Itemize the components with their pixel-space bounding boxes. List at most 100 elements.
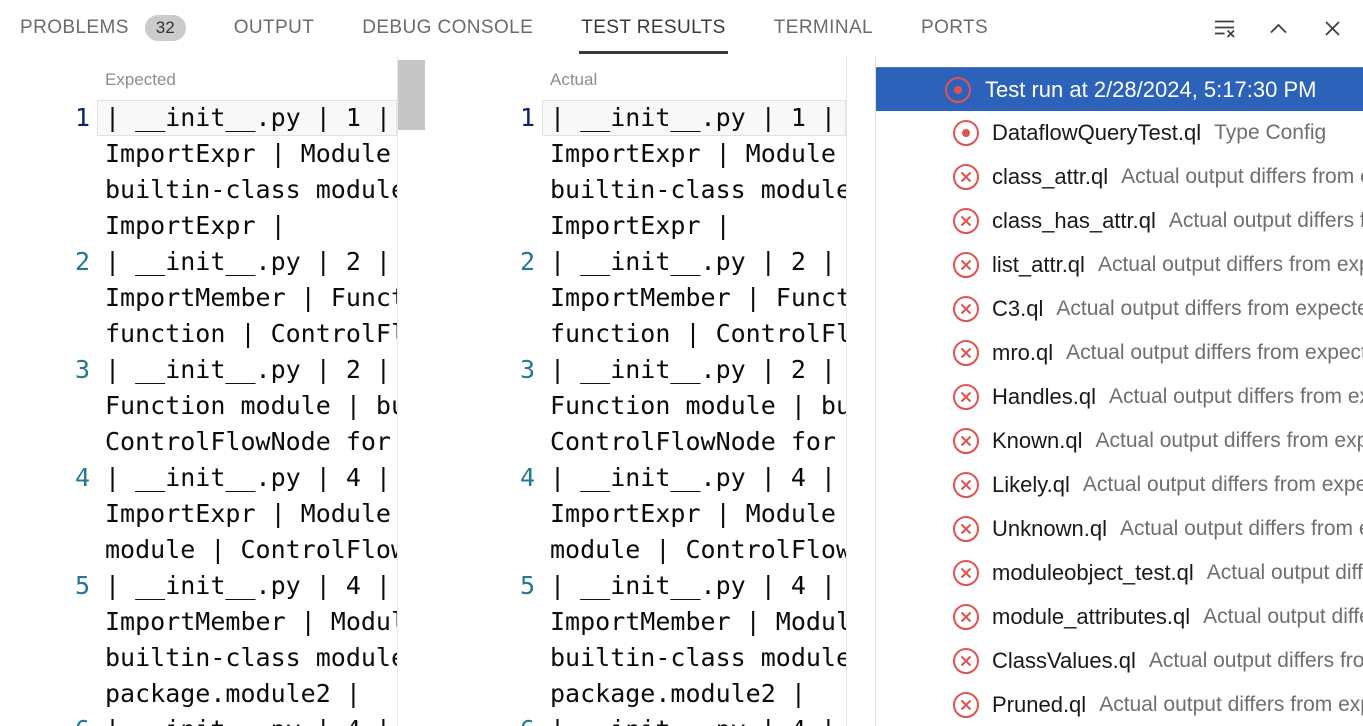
code-line[interactable]: 2| __init__.py | 2 | (0, 244, 397, 280)
code-line[interactable]: ControlFlowNode for (0, 424, 397, 460)
code-line[interactable]: ImportMember | Funct (0, 280, 397, 316)
code-line[interactable]: module | ControlFlow (425, 532, 846, 568)
tab-terminal[interactable]: TERMINAL (774, 0, 873, 56)
test-item-row[interactable]: Handles.ql Actual output differs from exp… (876, 375, 1363, 419)
code-line[interactable]: builtin-class module (0, 640, 397, 676)
line-number: 4 (519, 463, 535, 492)
code-line[interactable]: 1| __init__.py | 1 | (425, 100, 846, 136)
test-name: module_attributes.ql (992, 604, 1191, 629)
tab-debug-console[interactable]: DEBUG CONSOLE (362, 0, 533, 56)
panel-actions (1209, 0, 1347, 56)
code-line[interactable]: ImportExpr | Module (0, 136, 397, 172)
clear-test-results-button[interactable] (1209, 13, 1239, 43)
line-number (0, 532, 90, 568)
code-line[interactable]: 4| __init__.py | 4 | (0, 460, 397, 496)
code-line[interactable]: ImportExpr | Module (425, 136, 846, 172)
line-number (425, 640, 535, 676)
test-failure-message: Actual output differs from expected outp… (1121, 165, 1363, 188)
line-number (0, 172, 90, 208)
code-line[interactable]: package.module2 | (425, 676, 846, 712)
line-number (0, 316, 90, 352)
code-text: | __init__.py | 2 | (550, 247, 836, 276)
code-line[interactable]: builtin-class module (0, 172, 397, 208)
code-text: builtin-class module (105, 175, 397, 204)
line-number: 6 (425, 712, 535, 726)
code-line[interactable]: ImportExpr | (0, 208, 397, 244)
line-number (425, 496, 535, 532)
code-line[interactable]: 1| __init__.py | 1 | (0, 100, 397, 136)
code-line[interactable]: function | ControlFl (425, 316, 846, 352)
tab-label: TEST RESULTS (581, 17, 726, 38)
code-line[interactable]: ControlFlowNode for (425, 424, 846, 460)
code-line[interactable]: 5 | __init__.py | 4 | (425, 568, 846, 604)
code-text: | __init__.py | 4 | (97, 712, 397, 726)
tab-ports[interactable]: PORTS (921, 0, 988, 56)
code-line[interactable]: builtin-class module (425, 640, 846, 676)
code-line[interactable]: package.module2 | (0, 676, 397, 712)
code-line[interactable]: 5| __init__.py | 4 | (0, 568, 397, 604)
code-text: builtin-class module (550, 643, 846, 672)
code-text: ControlFlowNode for (105, 427, 391, 456)
code-text: | __init__.py | 1 | (542, 100, 846, 136)
test-name: Pruned.ql (992, 692, 1087, 717)
problems-count-badge: 32 (144, 15, 186, 41)
code-line[interactable]: ImportMember | Modul (0, 604, 397, 640)
test-failed-icon (953, 428, 979, 454)
expected-scrollbar[interactable] (397, 56, 425, 726)
code-text: Function module | bu (105, 391, 397, 420)
code-line[interactable]: 2| __init__.py | 2 | (425, 244, 846, 280)
code-line[interactable]: 4| __init__.py | 4 | (425, 460, 846, 496)
test-failed-icon (953, 384, 979, 410)
close-panel-button[interactable] (1317, 13, 1347, 43)
code-line[interactable]: 6| __init__.py | 4 | (425, 712, 846, 726)
actual-scrollbar[interactable] (846, 56, 875, 726)
code-line[interactable]: Function module | bu (0, 388, 397, 424)
code-line[interactable]: ImportExpr | Module (425, 496, 846, 532)
actual-output-editor[interactable]: Actual 1| __init__.py | 1 |ImportExpr | … (425, 56, 875, 726)
line-number: 5 (519, 571, 535, 600)
tab-output[interactable]: OUTPUT (234, 0, 315, 56)
test-item-row[interactable]: module_attributes.ql Actual output differ… (876, 595, 1363, 639)
scrollbar-thumb[interactable] (398, 60, 425, 130)
expected-output-editor[interactable]: Expected 1| __init__.py | 1 |ImportExpr … (0, 56, 425, 726)
code-line[interactable]: ImportMember | Funct (425, 280, 846, 316)
code-line[interactable]: function | ControlFl (0, 316, 397, 352)
actual-label: Actual (550, 70, 598, 89)
test-name: Handles.ql (992, 384, 1096, 409)
code-line[interactable]: ImportMember | Modul (425, 604, 846, 640)
code-line[interactable]: Function module | bu (425, 388, 846, 424)
code-text: package.module2 | (105, 679, 361, 708)
code-line[interactable]: 3| __init__.py | 2 | (0, 352, 397, 388)
code-line[interactable]: 6| __init__.py | 4 | (0, 712, 397, 726)
test-failure-message: Actual output differs from expected outp… (1108, 385, 1363, 408)
code-line[interactable]: ImportExpr | (425, 208, 846, 244)
tab-test-results[interactable]: TEST RESULTS (579, 0, 728, 56)
test-failure-message: Actual output differs from expected outp… (1203, 605, 1363, 628)
code-line[interactable]: ImportExpr | Module (0, 496, 397, 532)
code-line[interactable]: module | ControlFlow (0, 532, 397, 568)
test-run-row[interactable]: Test run at 2/28/2024, 5:17:30 PM (876, 67, 1363, 111)
code-text: module | ControlFlow (105, 535, 397, 564)
line-number (425, 208, 535, 244)
code-line[interactable]: 3| __init__.py | 2 | (425, 352, 846, 388)
code-line[interactable]: builtin-class module (425, 172, 846, 208)
code-text: builtin-class module (105, 643, 397, 672)
maximize-panel-button[interactable] (1263, 13, 1293, 43)
code-text: module | ControlFlow (550, 535, 846, 564)
code-text: | __init__.py | 4 | (550, 571, 836, 600)
